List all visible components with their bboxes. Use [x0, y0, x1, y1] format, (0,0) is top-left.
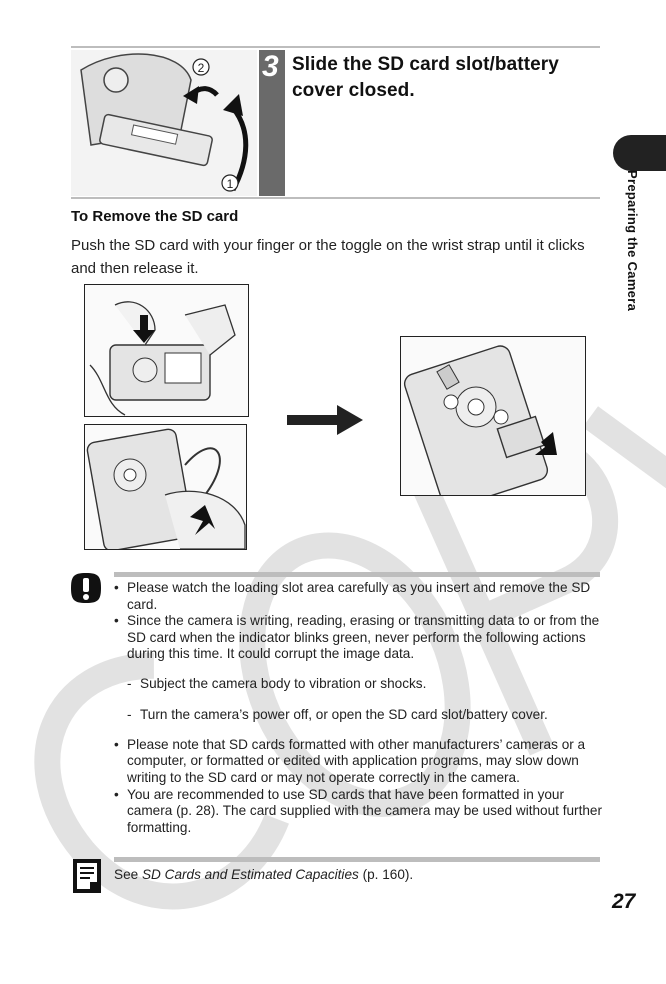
photo-card-released: [400, 336, 586, 496]
photo-push-card-strap: [84, 424, 247, 550]
caution-rule: [114, 572, 600, 577]
caution-list: •Please watch the loading slot area care…: [114, 580, 604, 836]
caution-item: •You are recommended to use SD cards tha…: [114, 786, 603, 835]
section-body: Push the SD card with your finger or the…: [71, 237, 585, 278]
top-rule: [71, 46, 600, 48]
caution-subitem: -Subject the camera body to vibration or…: [127, 676, 427, 692]
caution-exclamation-icon: [71, 573, 101, 603]
see-also-reference: See SD Cards and Estimated Capacities (p…: [114, 867, 414, 882]
callout-1: 1: [227, 177, 234, 191]
photo-push-card-finger: [84, 284, 249, 417]
step-number: 3: [262, 50, 279, 83]
section-heading: To Remove the SD card: [71, 208, 239, 225]
caution-subitem: -Turn the camera’s power off, or open th…: [127, 706, 548, 722]
chapter-tab: [613, 135, 666, 171]
caution-item: •Please watch the loading slot area care…: [114, 580, 591, 612]
memo-rule: [114, 857, 600, 862]
step-number-bar: [259, 50, 285, 196]
page-number: 27: [612, 890, 636, 913]
caution-item: •Since the camera is writing, reading, e…: [114, 613, 600, 662]
step-illustration: 2 1: [71, 50, 257, 196]
see-also-link[interactable]: SD Cards and Estimated Capacities: [141, 867, 359, 882]
caution-item: •Please note that SD cards formatted wit…: [114, 736, 586, 785]
right-arrow-icon: [287, 405, 363, 435]
section-rule: [71, 197, 600, 199]
memo-note-icon: [73, 859, 101, 893]
chapter-label: Preparing the Camera: [625, 170, 640, 312]
callout-2: 2: [198, 61, 205, 75]
step-instruction: Slide the SD card slot/battery cover clo…: [292, 54, 559, 101]
